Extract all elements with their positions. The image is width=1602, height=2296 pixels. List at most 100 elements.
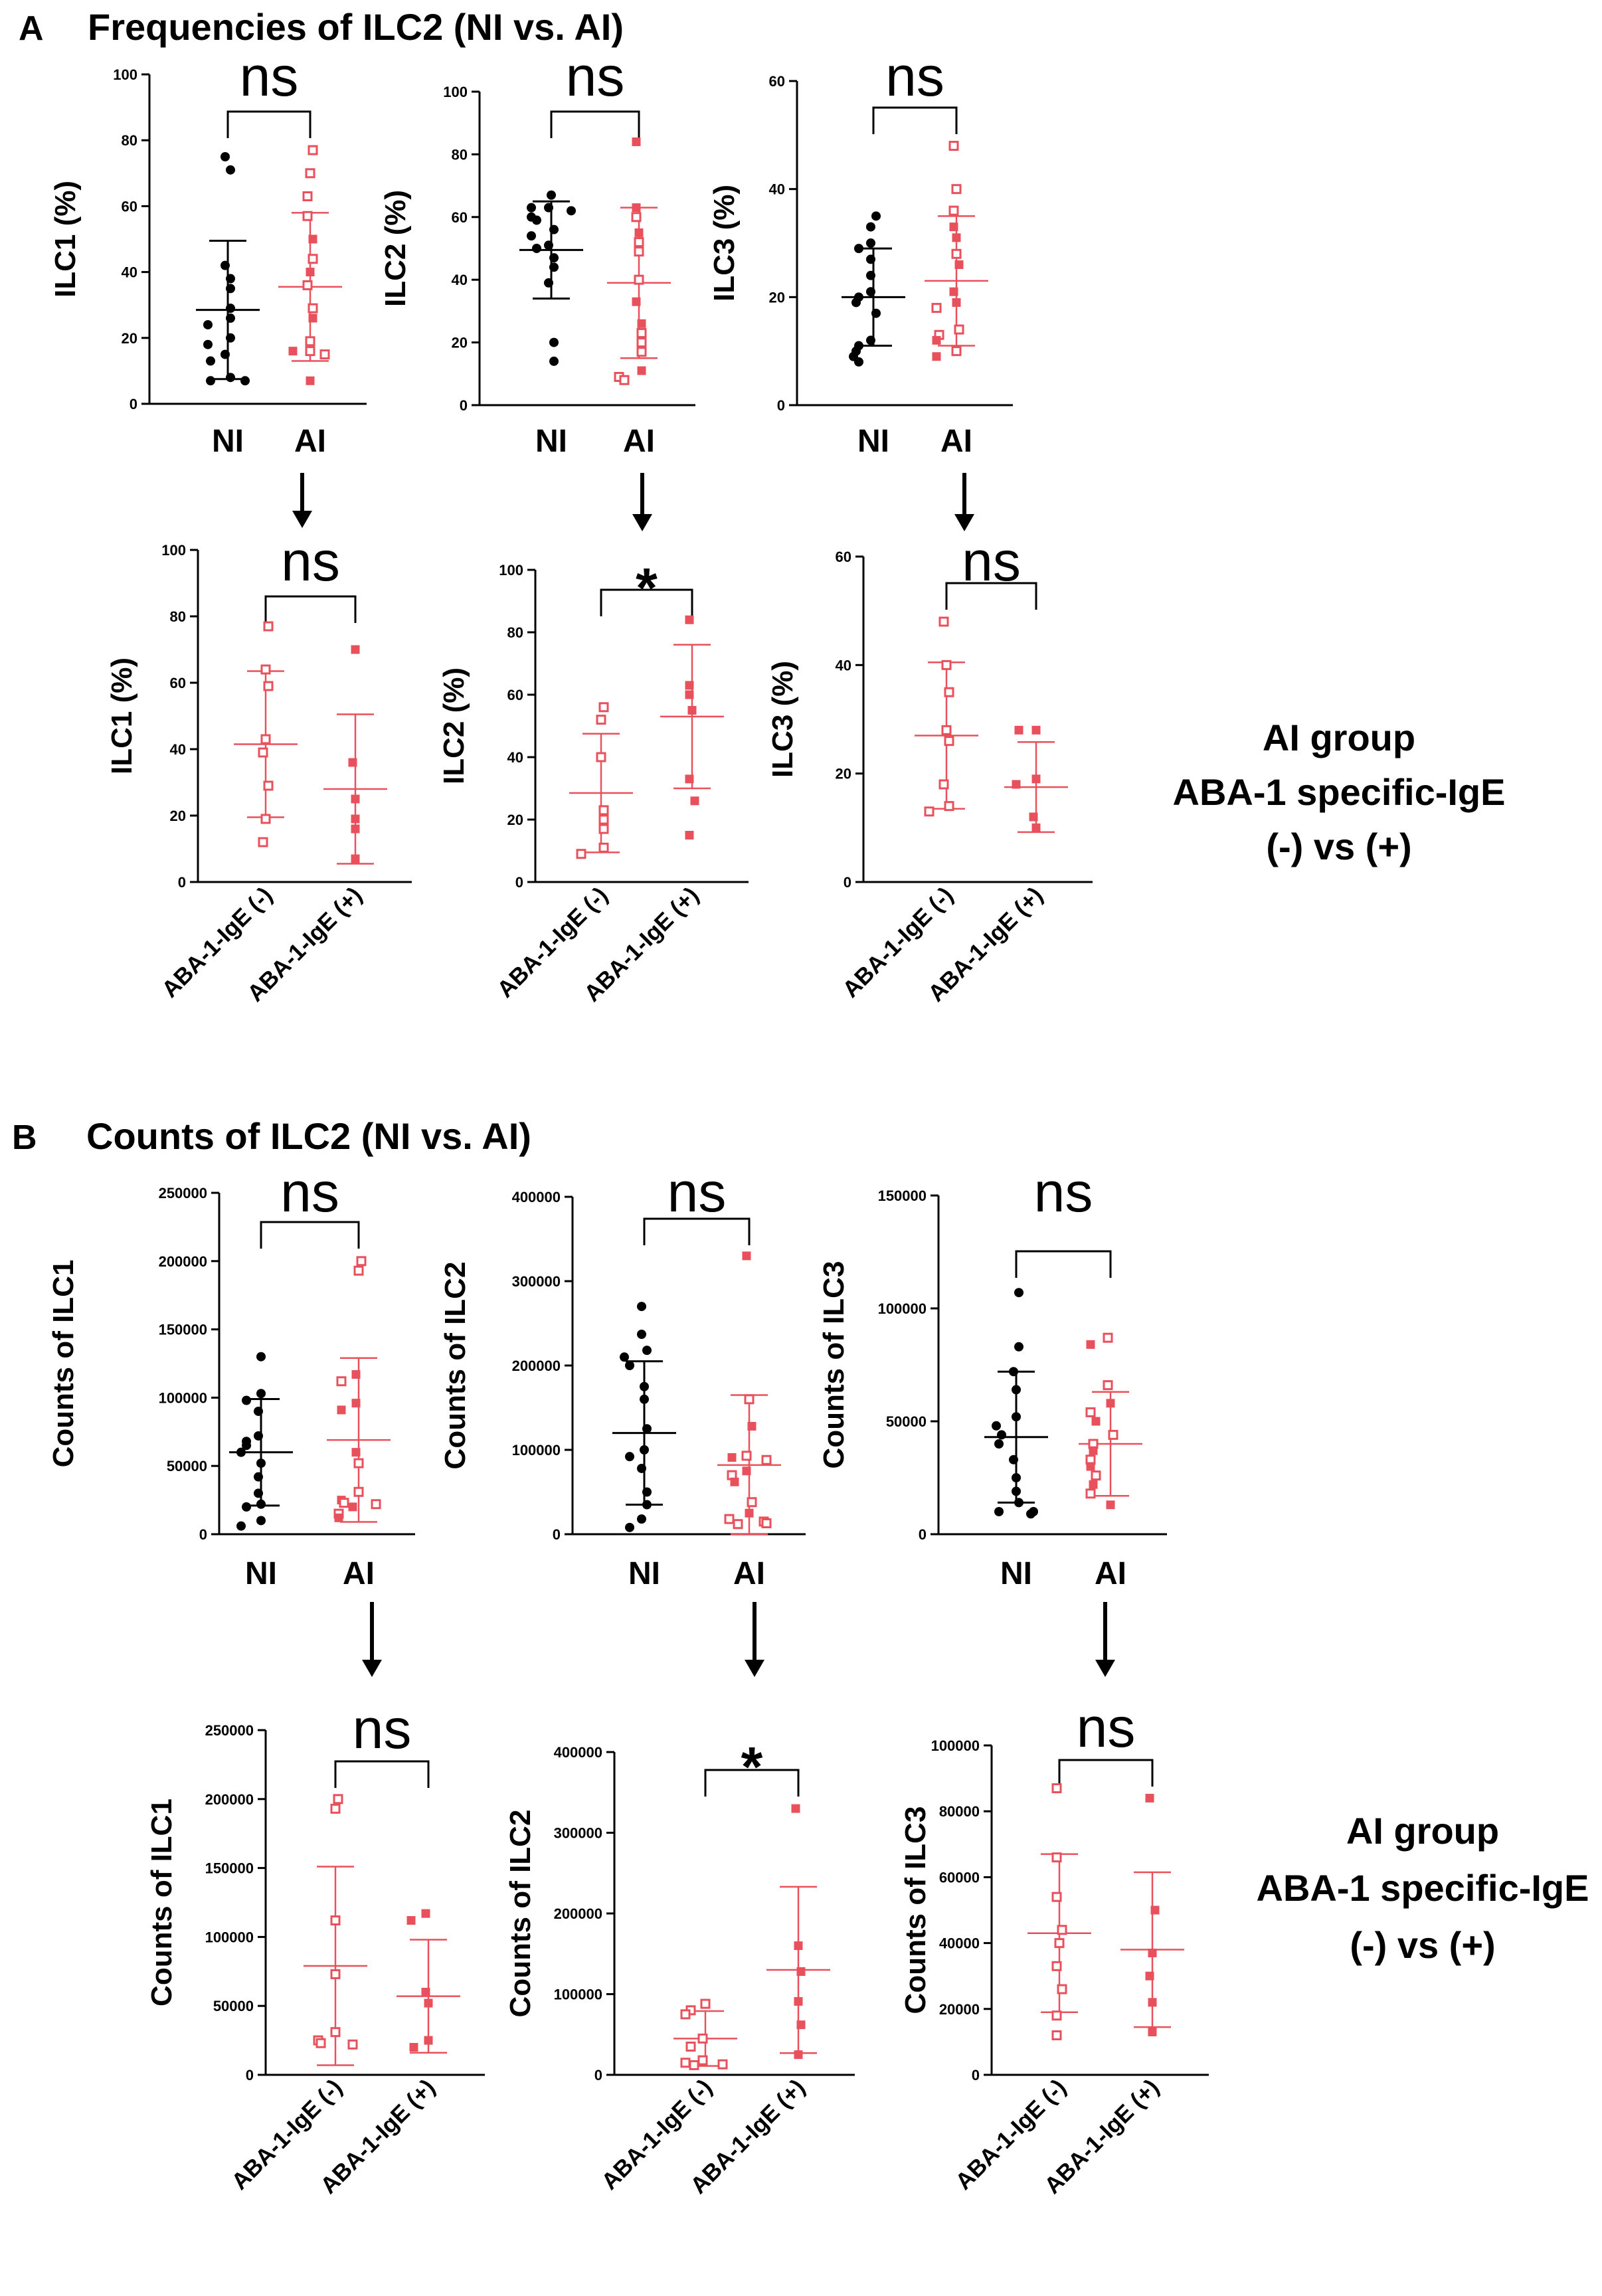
x-category-label: AI bbox=[940, 424, 972, 459]
data-point bbox=[994, 1439, 1004, 1449]
data-point bbox=[348, 758, 357, 767]
y-tick-label: 0 bbox=[246, 2067, 254, 2083]
y-tick-label: 80 bbox=[507, 624, 523, 641]
data-point bbox=[620, 1352, 629, 1362]
y-tick-label: 0 bbox=[130, 396, 137, 412]
data-point bbox=[333, 1794, 343, 1805]
y-tick-label: 50000 bbox=[213, 1998, 254, 2014]
y-tick-label: 40 bbox=[836, 657, 851, 673]
data-point bbox=[206, 356, 215, 366]
data-point bbox=[1009, 1367, 1018, 1377]
y-tick-label: 0 bbox=[178, 874, 186, 891]
data-point bbox=[532, 244, 541, 253]
data-point bbox=[308, 254, 318, 264]
data-point bbox=[351, 1369, 361, 1379]
data-point bbox=[330, 1969, 341, 1979]
data-point bbox=[421, 1909, 430, 1918]
y-axis-label: Counts of ILC3 bbox=[899, 1807, 932, 2014]
data-point bbox=[1051, 2010, 1062, 2021]
data-point bbox=[1057, 1925, 1067, 1935]
y-tick-label: 150000 bbox=[159, 1322, 207, 1338]
x-category-label: NI bbox=[212, 424, 244, 459]
data-point bbox=[1054, 1938, 1065, 1949]
data-point bbox=[1089, 1446, 1098, 1455]
y-tick-label: 20 bbox=[769, 289, 785, 306]
data-point bbox=[619, 375, 630, 385]
significance-label: ns bbox=[281, 530, 340, 592]
data-point bbox=[924, 806, 934, 817]
significance-label: ns bbox=[240, 45, 299, 108]
data-point bbox=[949, 287, 958, 296]
y-tick-label: 60 bbox=[836, 549, 851, 565]
data-point bbox=[944, 801, 954, 812]
y-tick-label: 150000 bbox=[878, 1188, 927, 1204]
y-tick-label: 40 bbox=[769, 181, 785, 198]
data-point bbox=[941, 660, 952, 670]
data-point bbox=[263, 681, 274, 691]
data-point bbox=[1057, 1984, 1067, 1994]
data-point bbox=[636, 327, 647, 338]
y-tick-label: 20 bbox=[170, 808, 186, 824]
y-tick-label: 100000 bbox=[931, 1737, 980, 1754]
y-tick-label: 0 bbox=[919, 1526, 927, 1543]
data-point bbox=[866, 238, 875, 248]
y-tick-label: 400000 bbox=[512, 1189, 561, 1205]
y-tick-label: 100000 bbox=[878, 1300, 927, 1317]
y-tick-label: 20 bbox=[836, 766, 851, 782]
data-point bbox=[944, 687, 954, 697]
data-point bbox=[330, 1915, 341, 1925]
data-point bbox=[256, 1516, 266, 1526]
data-point bbox=[351, 854, 360, 863]
data-point bbox=[242, 1395, 251, 1405]
significance-label: ns bbox=[280, 1161, 339, 1223]
significance-label: ns bbox=[1034, 1161, 1093, 1223]
data-point bbox=[306, 376, 315, 385]
data-point bbox=[351, 814, 360, 824]
y-tick-label: 250000 bbox=[159, 1185, 207, 1201]
side-note-b-line-3: (-) vs (+) bbox=[1350, 1924, 1495, 1966]
x-category-label: AI bbox=[294, 424, 326, 459]
data-point bbox=[730, 1477, 739, 1486]
x-category-label: AI bbox=[623, 424, 655, 459]
y-tick-label: 60 bbox=[507, 687, 523, 703]
data-point bbox=[353, 1265, 364, 1276]
data-point bbox=[952, 233, 961, 242]
significance-label: ns bbox=[668, 1161, 727, 1223]
data-point bbox=[1014, 1498, 1024, 1508]
y-axis-label: Counts of ILC1 bbox=[145, 1799, 178, 2006]
arrow-head bbox=[292, 511, 312, 528]
data-point bbox=[954, 260, 964, 270]
data-point bbox=[302, 211, 313, 221]
data-point bbox=[697, 2055, 708, 2066]
data-point bbox=[931, 303, 942, 313]
y-tick-label: 60 bbox=[122, 198, 137, 215]
data-point bbox=[997, 1430, 1006, 1440]
x-category-label: AI bbox=[733, 1556, 765, 1591]
y-tick-label: 40 bbox=[122, 264, 137, 281]
significance-bracket bbox=[872, 106, 958, 134]
y-tick-label: 0 bbox=[777, 397, 785, 414]
data-point bbox=[226, 333, 235, 343]
data-point bbox=[598, 824, 609, 834]
side-note-a: AI group ABA-1 specific-IgE (-) vs (+) bbox=[1173, 717, 1506, 867]
data-point bbox=[226, 313, 235, 323]
data-point bbox=[421, 1987, 430, 1996]
data-point bbox=[424, 1998, 433, 2008]
y-tick-label: 60 bbox=[769, 73, 785, 90]
data-point bbox=[941, 725, 952, 735]
data-point bbox=[305, 346, 315, 357]
data-point bbox=[260, 734, 271, 745]
data-point bbox=[254, 1488, 263, 1498]
data-point bbox=[1012, 780, 1021, 789]
data-point bbox=[685, 2041, 696, 2052]
data-point bbox=[1148, 1948, 1157, 1957]
y-tick-label: 20 bbox=[452, 335, 468, 351]
data-point bbox=[339, 1498, 349, 1508]
data-point bbox=[256, 1458, 266, 1468]
data-point bbox=[794, 1941, 803, 1951]
data-point bbox=[242, 1502, 251, 1512]
y-axis-label: ILC2 (%) bbox=[438, 667, 470, 784]
